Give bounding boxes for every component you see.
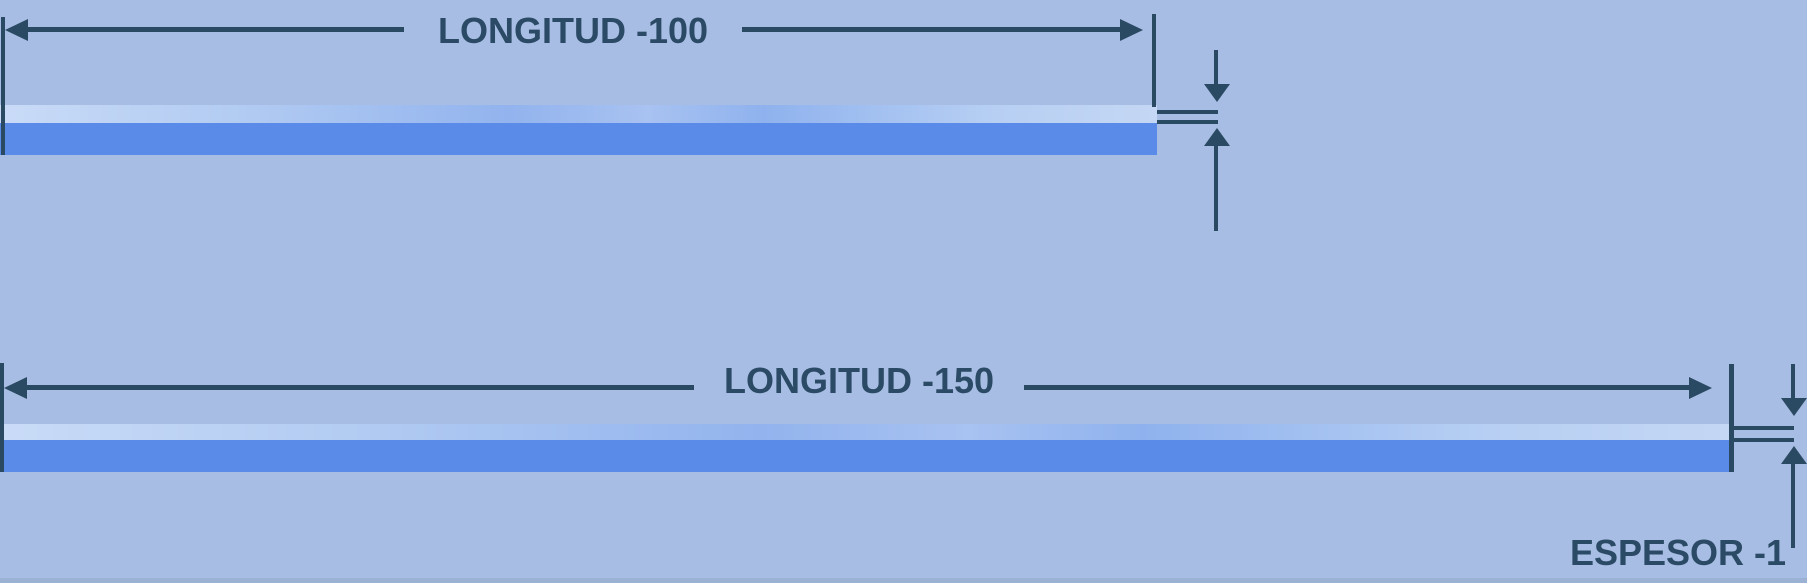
strip-front-face [0,123,1157,155]
arrow-down-icon [1781,398,1807,416]
arrow-right-icon [1689,377,1712,399]
thickness-line-bottom-2 [1734,438,1794,442]
extension-line-left-1 [1,17,5,155]
dimension-line-segment [742,27,1122,32]
length-label-100: LONGITUD -100 [437,10,709,51]
metal-strip-100 [0,105,1157,155]
dimension-line-segment [25,385,694,390]
arrow-left-icon [4,377,27,399]
strip-front-face [0,440,1730,472]
thickness-arrow-shaft [1791,464,1795,548]
arrow-right-icon [1120,19,1143,41]
arrow-down-icon [1204,84,1230,102]
bottom-edge-strip [0,578,1807,583]
arrow-up-icon [1781,446,1807,464]
arrow-left-icon [5,19,28,41]
length-label-150: LONGITUD -150 [723,360,995,401]
arrow-up-icon [1204,128,1230,146]
thickness-line-top-2 [1734,426,1794,430]
dimension-line-segment [1024,385,1691,390]
extension-line-right-2 [1729,364,1734,472]
thickness-line-bottom-1 [1157,120,1218,124]
strip-top-surface [0,105,1157,123]
strip-top-surface [0,424,1730,440]
thickness-line-top-1 [1157,110,1218,114]
extension-line-right-1 [1152,14,1156,107]
thickness-arrow-shaft [1791,364,1795,398]
dimension-line-segment [26,27,404,32]
metal-strip-150 [0,424,1730,472]
thickness-label: ESPESOR -1 [1569,532,1787,573]
thickness-arrow-shaft [1214,146,1218,231]
extension-line-left-2 [0,363,4,472]
thickness-arrow-shaft [1214,50,1218,84]
